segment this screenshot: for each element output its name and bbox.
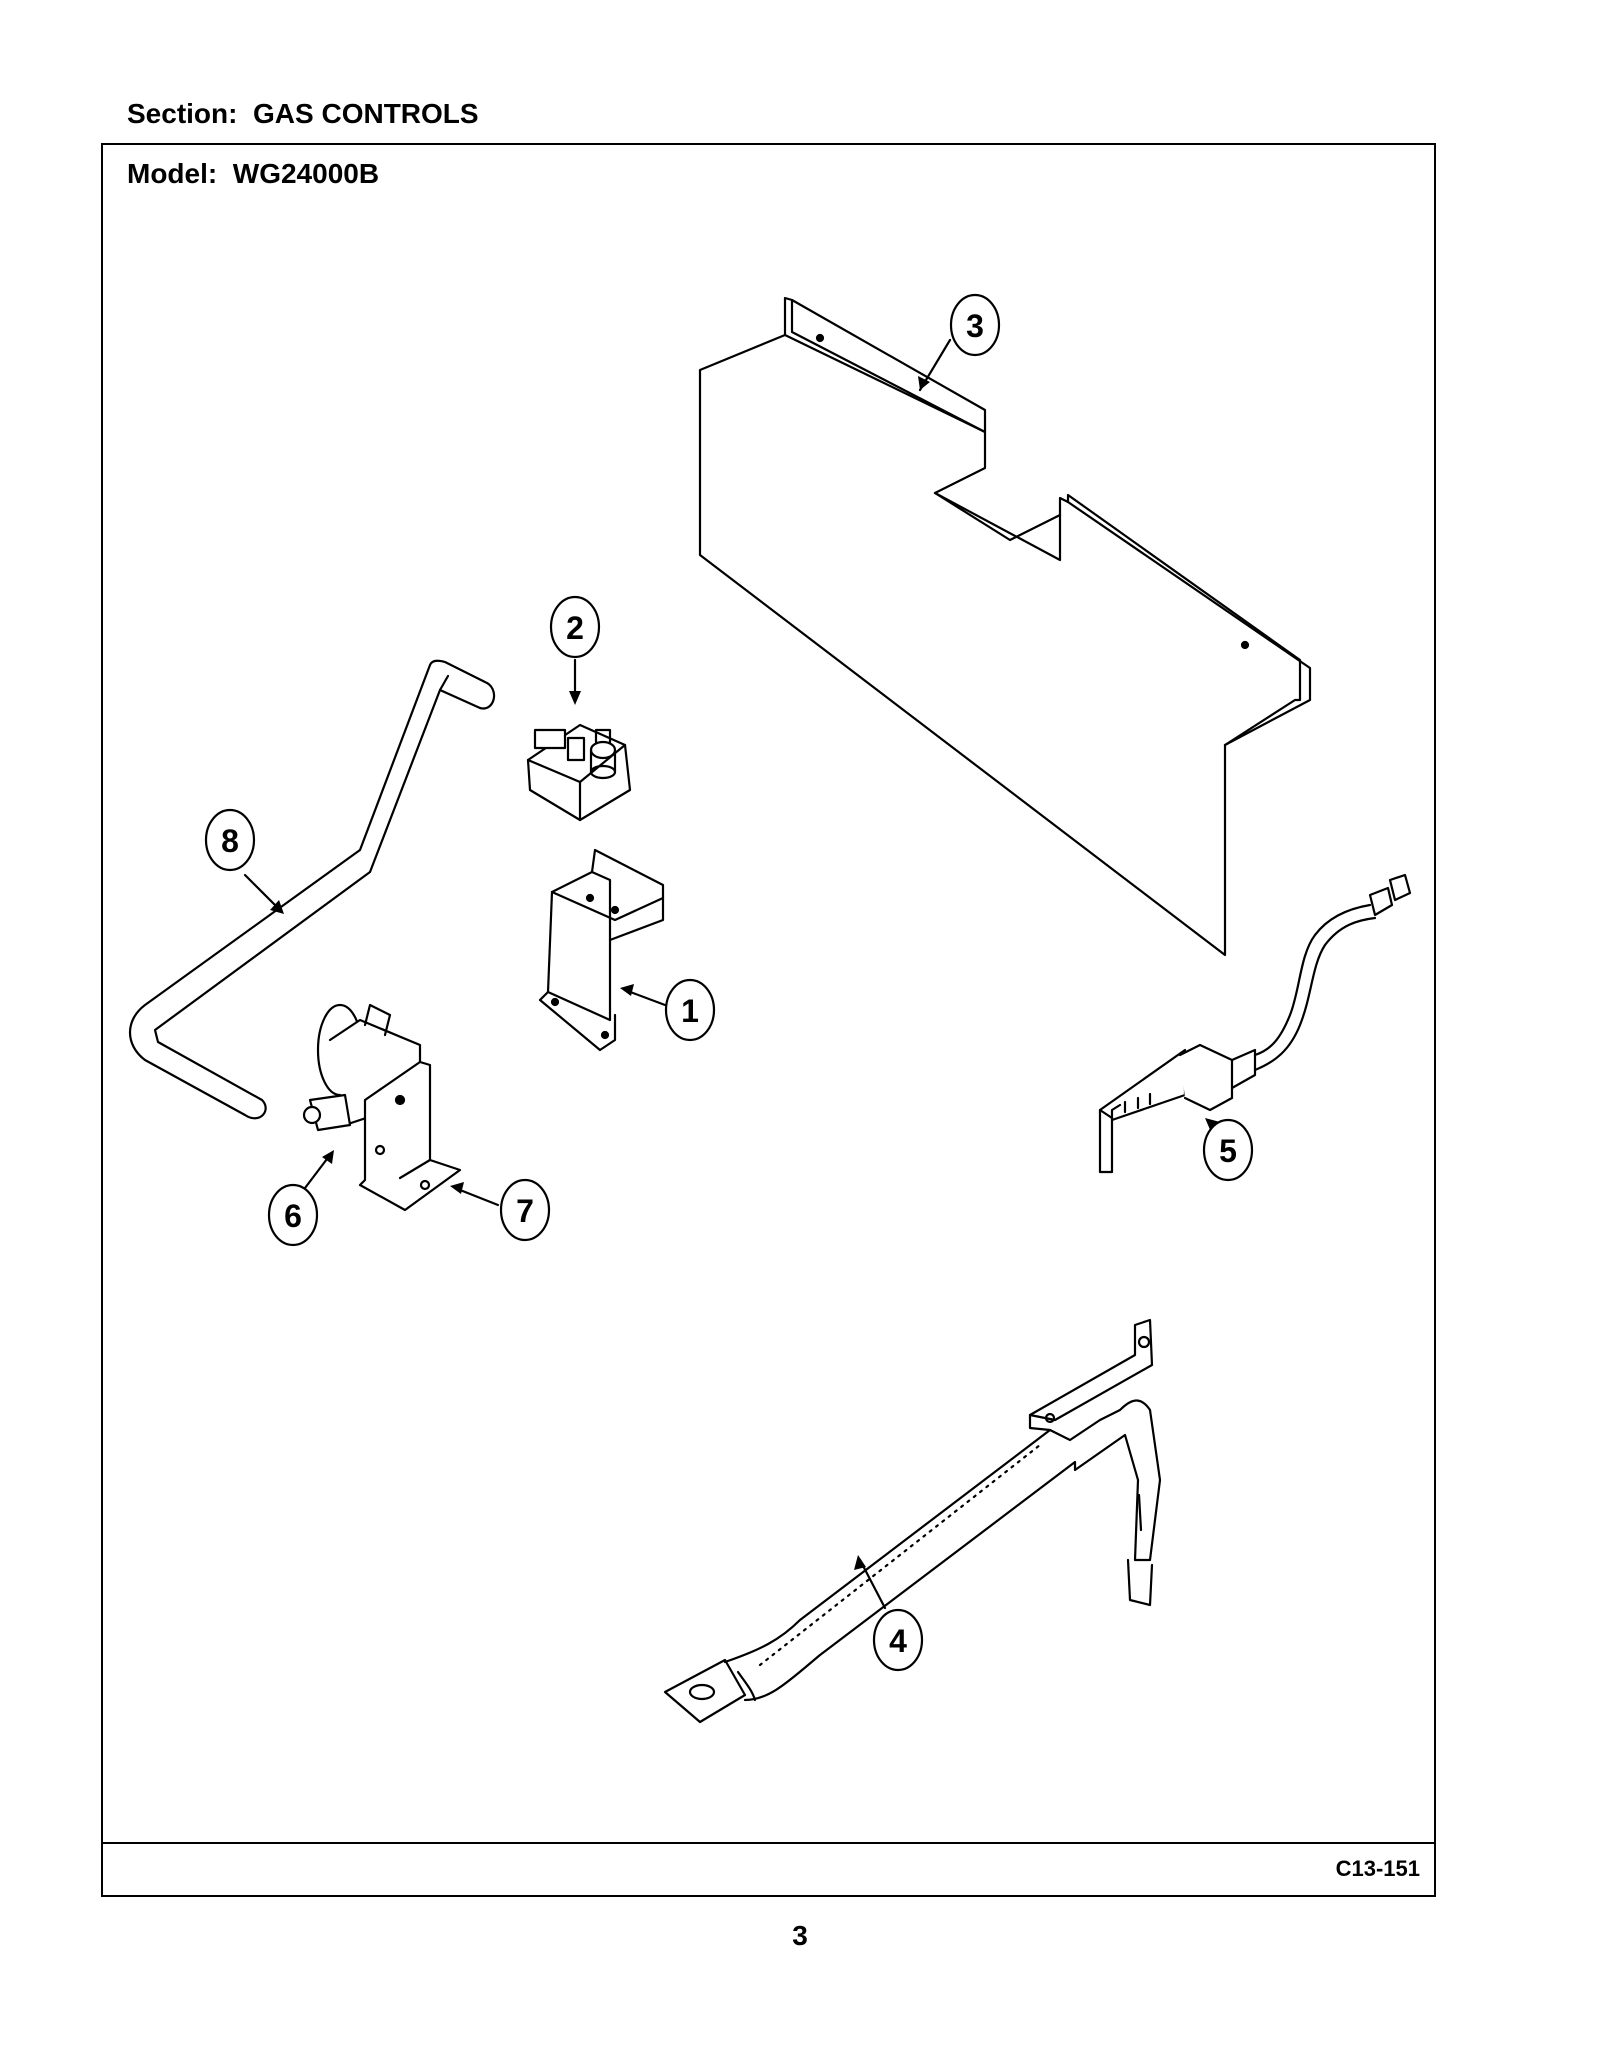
callout-label-1: 1 [681,993,699,1029]
callout-1: 1 [664,978,716,1042]
arrowhead-8 [270,900,284,914]
bracket-part [538,848,665,1052]
callout-6: 6 [267,1183,319,1247]
section-title: Section: GAS CONTROLS [127,98,479,129]
callout-3: 3 [949,293,1001,357]
callout-5: 5 [1202,1118,1254,1182]
leader-4 [858,1558,887,1610]
callout-label-4: 4 [889,1623,907,1659]
callout-2: 2 [549,595,601,659]
callout-4: 4 [872,1608,924,1672]
leader-7 [453,1186,500,1207]
diagram-frame [101,143,1436,1897]
leader-8 [243,873,282,912]
arrowhead-2 [569,691,581,705]
callout-label-5: 5 [1219,1133,1237,1169]
callout-label-8: 8 [221,823,239,859]
burner-part [663,1318,1162,1724]
page-number: 3 [792,1920,808,1951]
shield-panel-part [698,296,1312,957]
arrowhead-6 [322,1150,334,1164]
leader-6 [303,1153,332,1190]
model-title: Model: WG24000B [127,158,380,189]
arrowhead-3 [918,376,930,390]
igniter-part [1098,873,1412,1174]
footer-divider [101,1842,1436,1844]
arrowhead-1 [620,984,634,996]
arrowhead-7 [450,1182,464,1194]
regulator-assembly-part [302,1003,462,1212]
diagram-code: C13-151 [1335,1856,1420,1881]
valve-switch-part [526,723,632,822]
callout-label-2: 2 [566,610,584,646]
tube-part [129,659,496,1120]
callout-8: 8 [204,808,256,872]
leader-arrowheads [270,376,1220,1570]
arrowhead-5 [1205,1118,1220,1132]
arrowhead-4 [854,1555,866,1570]
callout-label-6: 6 [284,1198,302,1234]
callout-label-3: 3 [966,308,984,344]
callout-7: 7 [499,1178,551,1242]
callout-label-7: 7 [516,1193,534,1229]
